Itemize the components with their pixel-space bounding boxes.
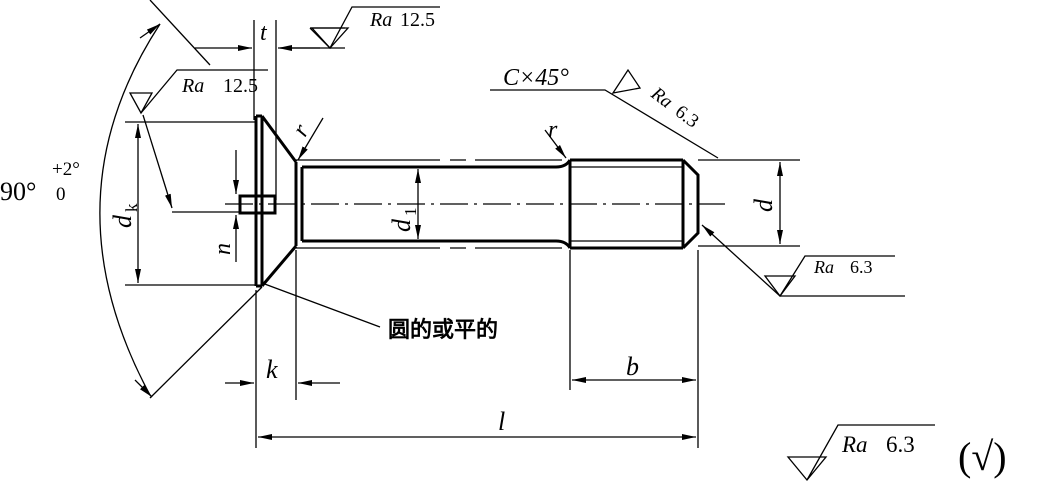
- ra-value: 12.5: [400, 9, 435, 31]
- r-label: r: [288, 119, 316, 141]
- ra-label: Ra: [646, 83, 676, 113]
- head-shape-note: 圆的或平的: [388, 317, 498, 343]
- angle-label: 90°: [0, 177, 36, 206]
- l-label: l: [498, 407, 505, 436]
- chamfer-label: C×45°: [503, 65, 569, 91]
- roughness-symbol-general: Ra 6.3 (√): [786, 424, 1007, 482]
- k-label: k: [266, 355, 278, 384]
- thread: [568, 158, 700, 250]
- slot: [238, 194, 277, 215]
- ra-label: Ra: [369, 9, 392, 31]
- r-label: r: [548, 117, 558, 143]
- roughness-symbol-top: Ra 12.5: [280, 6, 440, 50]
- dk-subscript: k: [122, 203, 141, 212]
- roughness-symbol-chamfer: Ra 6.3: [611, 68, 703, 132]
- ra-value: 6.3: [886, 432, 915, 457]
- d-label: d: [749, 198, 778, 212]
- dimension-labels: 90° +2° 0 d k n t r r d 1 d C×45° k b l …: [0, 20, 778, 436]
- ra-label: Ra: [841, 432, 868, 457]
- d1-label: d: [387, 218, 416, 232]
- ra-value: 6.3: [671, 101, 703, 132]
- general-roughness-note: (√): [958, 434, 1007, 479]
- n-label: n: [210, 243, 236, 255]
- t-label: t: [260, 20, 268, 46]
- angle-lower-tolerance: 0: [56, 184, 66, 205]
- dk-label: d: [108, 214, 137, 228]
- screw-head: [238, 114, 298, 288]
- ra-label: Ra: [181, 75, 204, 97]
- roughness-symbol-thread-end: Ra 6.3: [763, 255, 895, 298]
- b-label: b: [626, 352, 639, 381]
- d1-subscript: 1: [401, 208, 420, 217]
- dimension-lines: [99, 0, 905, 448]
- roughness-symbol-head: Ra 12.5: [128, 69, 268, 115]
- ra-value: 12.5: [223, 75, 258, 97]
- ra-label: Ra: [813, 257, 834, 277]
- angle-upper-tolerance: +2°: [52, 159, 80, 180]
- ra-value: 6.3: [850, 257, 873, 277]
